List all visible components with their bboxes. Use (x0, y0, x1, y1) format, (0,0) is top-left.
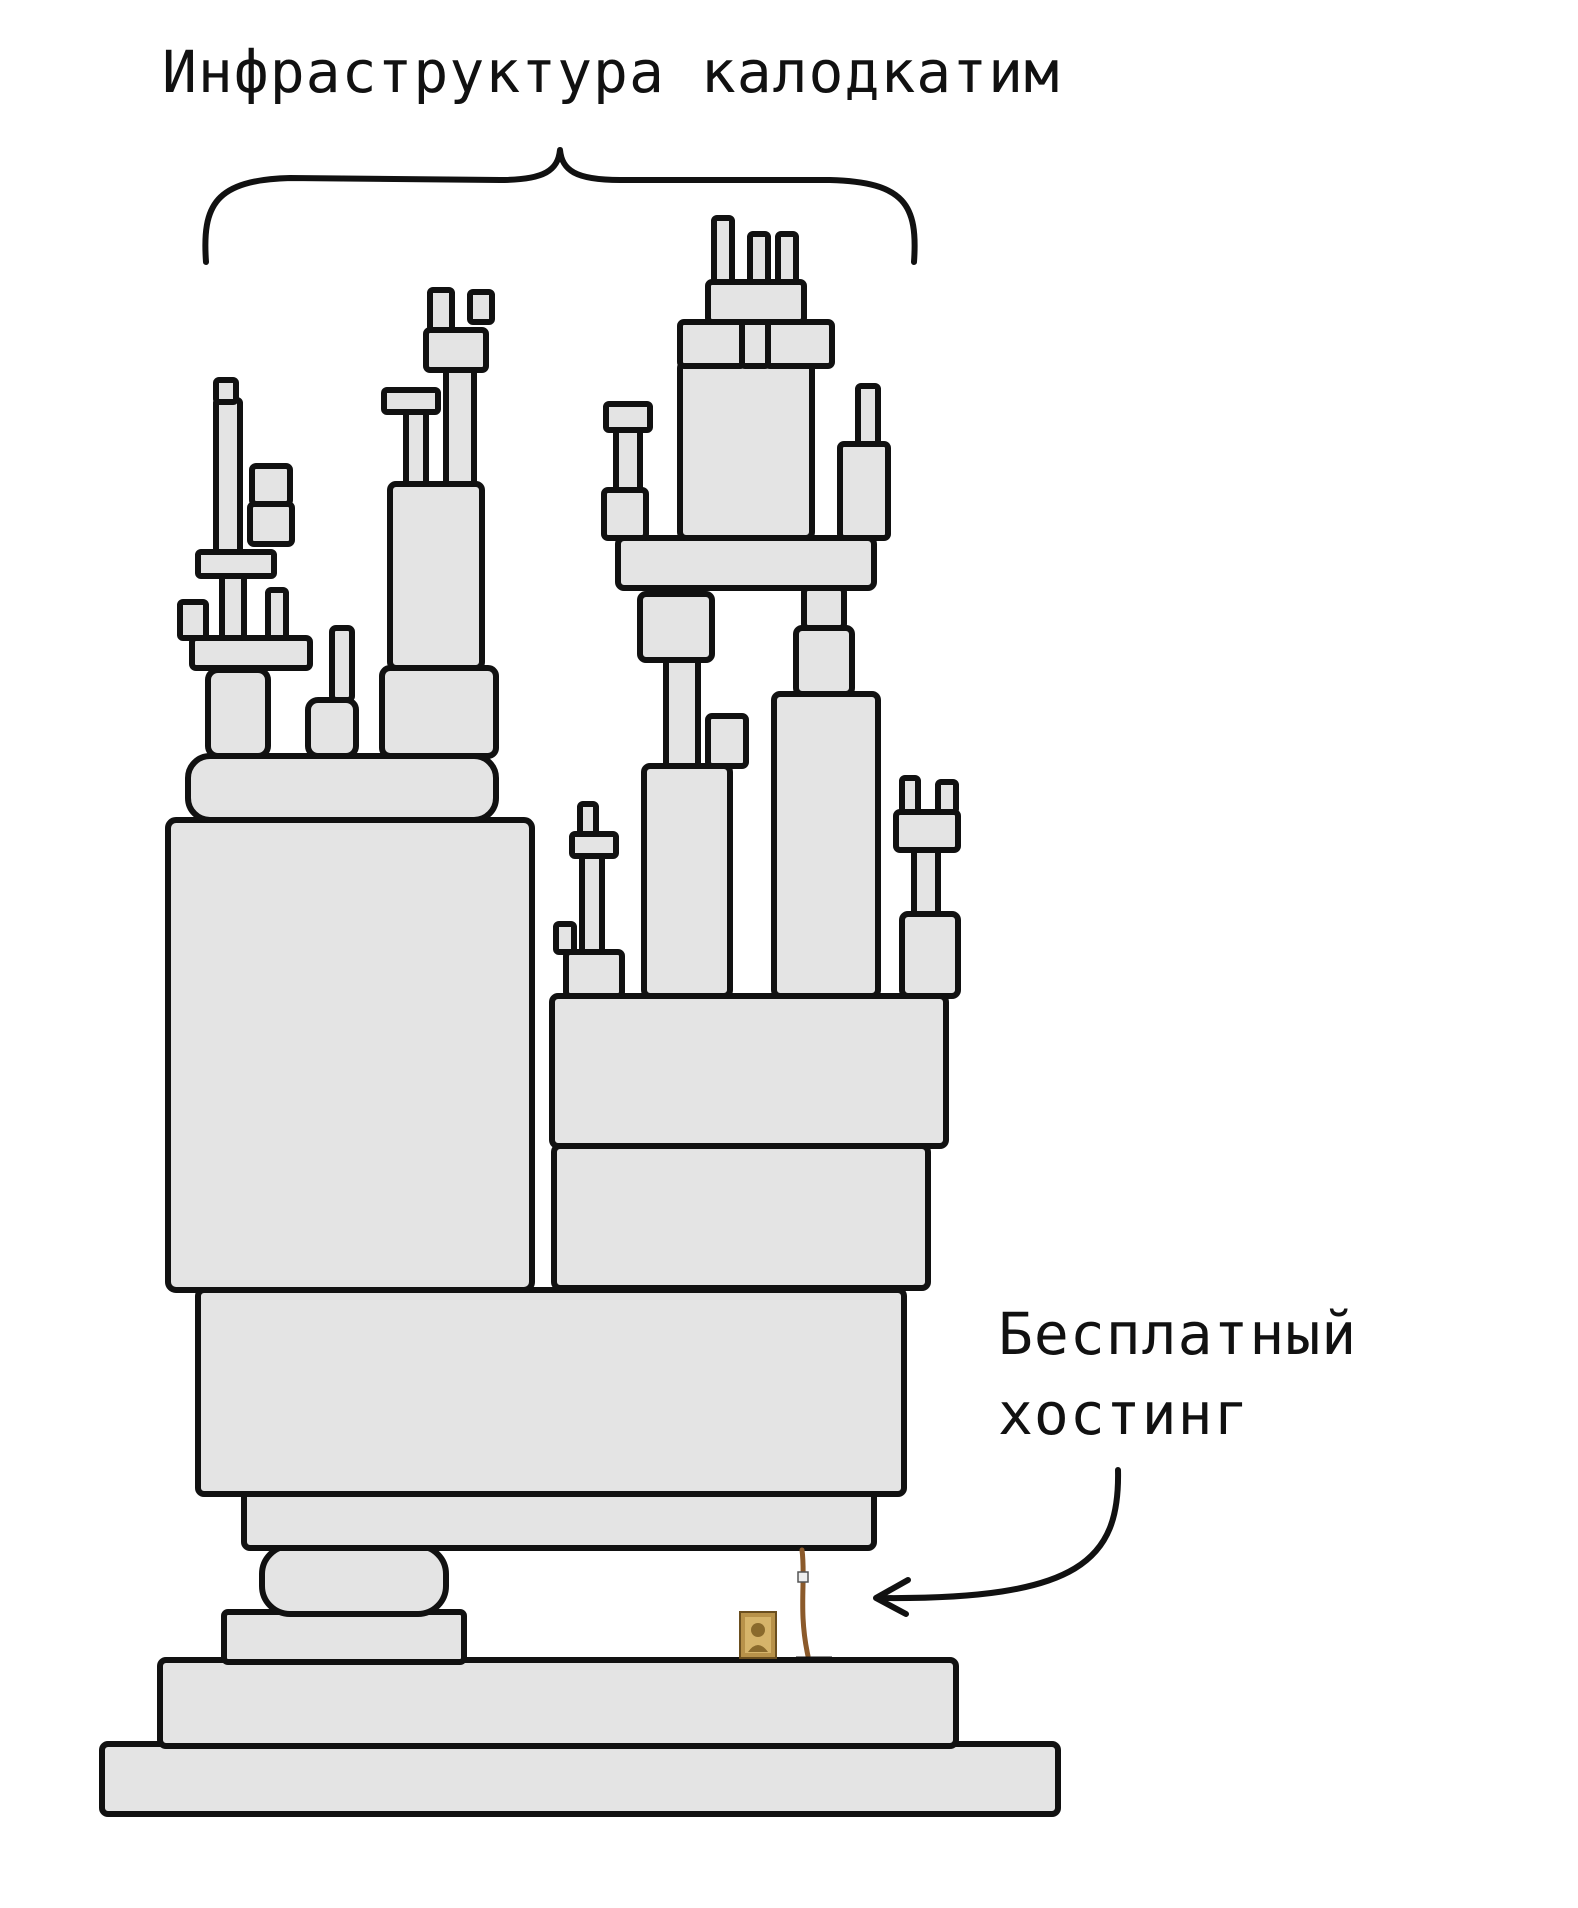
left-post-cap (213, 377, 239, 405)
right-upper-block (549, 993, 949, 1149)
title-caption: Инфраструктура калодкатим (162, 38, 1060, 106)
right-crown-right (763, 319, 835, 369)
left-tall-post (213, 397, 243, 555)
right-left-stack-base (601, 487, 649, 541)
right-antenna-c (775, 231, 799, 285)
main-body (165, 817, 949, 1497)
right-joint-block (637, 591, 715, 663)
right-left-stack-post (613, 427, 643, 493)
foundation-slab (157, 1657, 959, 1749)
left-cube (177, 599, 209, 641)
right-right-stack-tip (855, 383, 881, 447)
callout-arrow (877, 1467, 1122, 1602)
left-stack-upper (249, 463, 293, 507)
left-cushion (185, 753, 499, 823)
callout-arrowhead (873, 1577, 911, 1617)
wooden-stick-icon (796, 1547, 832, 1660)
mid-post-a (403, 409, 429, 487)
mid-base-block (379, 665, 499, 759)
right-antenna-a (711, 215, 735, 285)
right-cabinet (677, 359, 815, 541)
base-slab (99, 1741, 1061, 1817)
mid-ear-right (467, 289, 495, 325)
left-stack-lower (247, 501, 295, 547)
right-tall-column-a (641, 763, 733, 999)
right-left-stack-cap (603, 401, 653, 433)
left-stub (265, 587, 289, 641)
pedestal-cushion (259, 1543, 449, 1617)
right-connector-a (663, 657, 701, 769)
callout-line-2: хостинг (998, 1380, 1250, 1448)
right-crown-left (677, 319, 747, 369)
right-right-stack-base (837, 441, 891, 541)
left-tower (177, 287, 499, 823)
base-stack (99, 1487, 1061, 1817)
free-hosting-objects (739, 1547, 832, 1660)
right-cap-cube (705, 713, 749, 769)
pedestal-block (221, 1609, 467, 1665)
lower-ledge (241, 1487, 877, 1551)
left-block (165, 817, 535, 1293)
mid-post-b-cap (423, 327, 489, 373)
right-crown-top (705, 279, 807, 325)
right-side-ear-right (935, 779, 959, 815)
mid-post-a-cap (381, 387, 441, 415)
left-cylinder (205, 667, 271, 759)
mid-tall-block (387, 481, 485, 671)
right-antenna-b (747, 231, 771, 285)
central-slab (195, 1287, 907, 1497)
left-small-block (305, 697, 359, 759)
right-crown-center (739, 319, 771, 369)
curly-brace (202, 147, 918, 265)
right-connector-b (793, 625, 855, 697)
left-mid-shelf (195, 549, 277, 579)
mid-ear-left (427, 287, 455, 333)
right-side-ear-left (899, 775, 921, 815)
right-side-post (911, 847, 941, 917)
right-post-base (563, 949, 625, 999)
religious-icon (739, 1611, 777, 1659)
right-lower-block (551, 1143, 931, 1291)
right-post (579, 853, 605, 955)
left-mid-post (219, 573, 247, 641)
mid-post-b (443, 367, 477, 487)
right-tall-column-b (771, 691, 881, 999)
right-tower (553, 215, 961, 999)
left-small-post (329, 625, 355, 703)
left-shelf (189, 635, 313, 671)
right-side-shelf (893, 809, 961, 853)
right-joint-block-b (801, 585, 847, 631)
callout-line-1: Бесплатный (998, 1300, 1358, 1368)
right-platform (615, 535, 877, 591)
right-side-base (899, 911, 961, 999)
right-post-tip (577, 801, 599, 837)
right-post-shelf (569, 831, 619, 859)
callout-caption: Бесплатный хостинг (998, 1294, 1357, 1454)
right-post-side-cube (553, 921, 577, 955)
